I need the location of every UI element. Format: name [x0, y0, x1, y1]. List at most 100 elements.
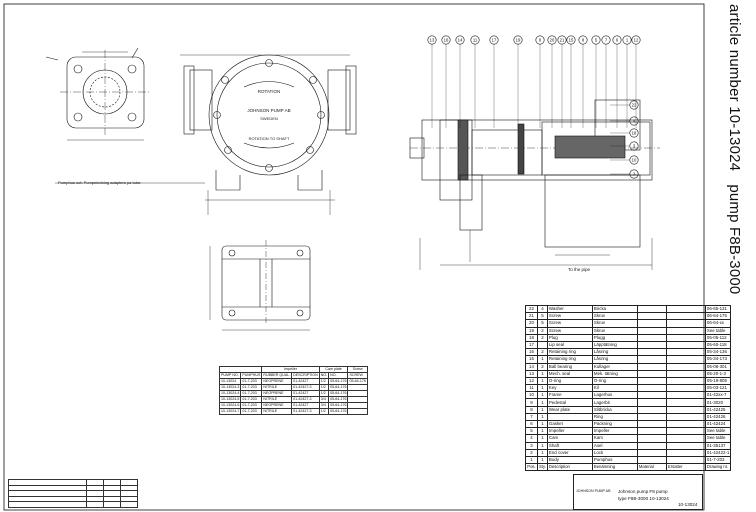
parts-cell: 01-7-203 — [704, 455, 732, 465]
part-balloon: 18 — [610, 128, 639, 138]
parts-cell — [665, 391, 706, 400]
parts-header-cell: Material — [636, 463, 667, 472]
variant-cell: 10-13024-4 — [218, 390, 242, 397]
parts-cell: 1 — [537, 405, 548, 414]
parts-cell — [665, 333, 706, 342]
variant-cell — [347, 408, 368, 415]
parts-cell: 05-60-118 — [704, 340, 732, 350]
parts-cell — [636, 391, 667, 400]
pump-rotation-label: ROTATION — [258, 89, 281, 94]
parts-cell — [636, 340, 667, 350]
balloon-circle — [629, 169, 639, 179]
parts-cell — [636, 412, 667, 422]
parts-cell: Impeller — [546, 427, 593, 436]
parts-cell: Shaft — [546, 441, 593, 450]
flange-view — [45, 47, 150, 141]
parts-cell — [665, 412, 706, 422]
part-balloon: 3 — [610, 141, 639, 151]
parts-cell: Screw — [546, 319, 593, 328]
parts-header-cell: Benämning — [591, 463, 638, 472]
parts-cell: 2 — [525, 448, 538, 457]
balloon-circle — [489, 35, 499, 45]
parts-cell — [636, 384, 667, 393]
revision-table — [8, 479, 138, 508]
parts-cell — [665, 427, 706, 436]
parts-cell: 1 — [537, 434, 548, 443]
part-balloon: 10 — [610, 155, 639, 165]
parts-cell: Slitbricka — [591, 405, 638, 414]
parts-cell: Retaining ring — [546, 355, 593, 364]
balloon-label: 4 — [633, 119, 636, 124]
parts-cell: 12 — [525, 376, 538, 386]
parts-cell — [665, 348, 706, 357]
parts-cell: 6 — [525, 419, 538, 429]
balloon-label: 12 — [634, 38, 639, 43]
balloon-circle — [629, 116, 639, 126]
variant-cell: 10-13024-3 — [218, 384, 242, 391]
parts-cell: 05-05-112 — [704, 333, 732, 342]
drawing-name: Johnson pump F8 pump — [618, 489, 668, 494]
part-balloon: 21 — [557, 35, 567, 128]
variant-header-cell: PUMPHUS — [240, 372, 263, 379]
company-name: JOHNSON PUMP AB — [576, 489, 611, 493]
part-balloon: 19 — [513, 35, 523, 128]
parts-cell: 05-19-805 — [704, 376, 732, 386]
part-balloon: 22 — [610, 100, 639, 110]
part-balloon: 9 — [535, 35, 545, 128]
parts-cell — [636, 441, 667, 450]
parts-cell: Gasket — [546, 419, 593, 429]
parts-cell — [636, 304, 667, 314]
variant-header-cell: DESCRIPTION — [291, 372, 320, 379]
part-balloon: 12 — [631, 35, 641, 128]
balloon-label: 17 — [492, 38, 497, 43]
parts-cell: 4 — [525, 434, 538, 443]
parts-cell: Packning — [591, 419, 638, 429]
parts-cell: 1 — [537, 391, 548, 400]
parts-cell: Skruv — [591, 312, 638, 321]
balloon-circle — [535, 35, 545, 45]
drawing-number: 10-13024 — [678, 502, 698, 507]
variant-cell: 10-13024-6 — [218, 402, 242, 409]
adapter-annotation: Pumphus och Pumpeindning adapters pa tut… — [58, 180, 142, 185]
parts-cell: 01-42422-1 — [704, 448, 732, 457]
parts-cell: 2 — [537, 326, 548, 335]
parts-cell: 05-08-301 — [704, 362, 732, 371]
parts-cell: Pedestal — [546, 398, 593, 407]
parts-cell: Lagerhus — [591, 391, 638, 400]
parts-cell: 05-34-173 — [704, 355, 732, 364]
parts-cell — [636, 326, 667, 335]
parts-cell: 01-42424 — [704, 419, 732, 429]
parts-header-cell: Description — [546, 463, 593, 472]
balloon-label: 3 — [633, 144, 636, 149]
parts-cell: Skruv — [591, 319, 638, 328]
parts-cell — [665, 312, 706, 321]
parts-cell: 1 — [537, 384, 548, 393]
parts-cell — [665, 405, 706, 414]
balloon-circle — [629, 155, 639, 165]
part-balloon: 16 — [441, 35, 451, 128]
parts-cell — [636, 319, 667, 328]
balloon-circle — [513, 35, 523, 45]
parts-cell — [636, 434, 667, 443]
parts-cell: Kam — [591, 434, 638, 443]
parts-cell — [665, 319, 706, 328]
parts-cell: 1 — [537, 455, 548, 465]
parts-cell: 1 — [537, 448, 548, 457]
parts-cell: 06-65-131 — [704, 304, 732, 314]
parts-cell: Axel — [591, 441, 638, 450]
parts-header-cell: Ersatter — [665, 463, 706, 472]
parts-cell — [665, 434, 706, 443]
parts-cell: See table — [704, 326, 732, 335]
balloon-circle — [578, 35, 588, 45]
